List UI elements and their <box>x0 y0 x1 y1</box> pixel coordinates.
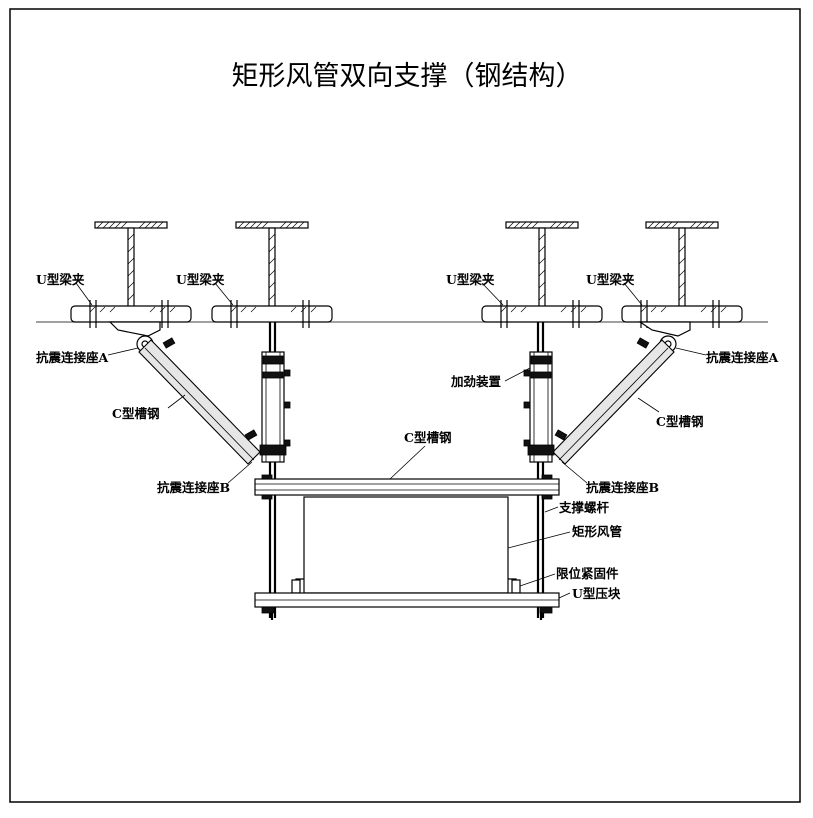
label-c-channel-top: C型槽钢 <box>404 430 451 445</box>
left-vertical-hanger <box>259 322 291 618</box>
rectangular-duct <box>291 496 521 594</box>
label-c-channel-right: C型槽钢 <box>656 414 703 429</box>
label-u-clamp-4: U型梁夹 <box>586 272 635 287</box>
label-seismic-b-left: 抗震连接座B <box>157 480 230 495</box>
label-seismic-a-left: 抗震连接座A <box>36 350 109 365</box>
label-seismic-b-right: 抗震连接座B <box>586 480 659 495</box>
right-diagonal-brace <box>552 321 691 465</box>
labels: U型梁夹 U型梁夹 U型梁夹 U型梁夹 抗震连接座A 抗震连接座A 加劲装置 C… <box>36 272 779 601</box>
label-limit-fastener: 限位紧固件 <box>556 566 619 581</box>
label-support-rod: 支撑螺杆 <box>558 500 610 515</box>
label-rect-duct: 矩形风管 <box>572 524 622 539</box>
bottom-c-channel <box>254 592 560 620</box>
label-seismic-a-right: 抗震连接座A <box>706 350 779 365</box>
label-u-clamp-1: U型梁夹 <box>36 272 85 287</box>
steel-beams <box>70 221 743 328</box>
diagram-title: 矩形风管双向支撑（钢结构） <box>232 61 583 92</box>
top-c-channel <box>254 474 560 500</box>
leader-lines <box>75 282 707 599</box>
label-u-clamp-3: U型梁夹 <box>446 272 495 287</box>
drawing-frame <box>9 8 801 803</box>
u-clamp-bolts <box>89 300 720 328</box>
left-diagonal-brace <box>108 321 261 465</box>
label-u-press-block: U型压块 <box>572 586 621 601</box>
right-vertical-hanger <box>523 322 555 618</box>
label-u-clamp-2: U型梁夹 <box>176 272 225 287</box>
i-beam-1 <box>70 221 192 323</box>
label-c-channel-left: C型槽钢 <box>112 406 159 421</box>
label-stiffener: 加劲装置 <box>450 374 502 389</box>
i-beam-4 <box>621 221 743 323</box>
